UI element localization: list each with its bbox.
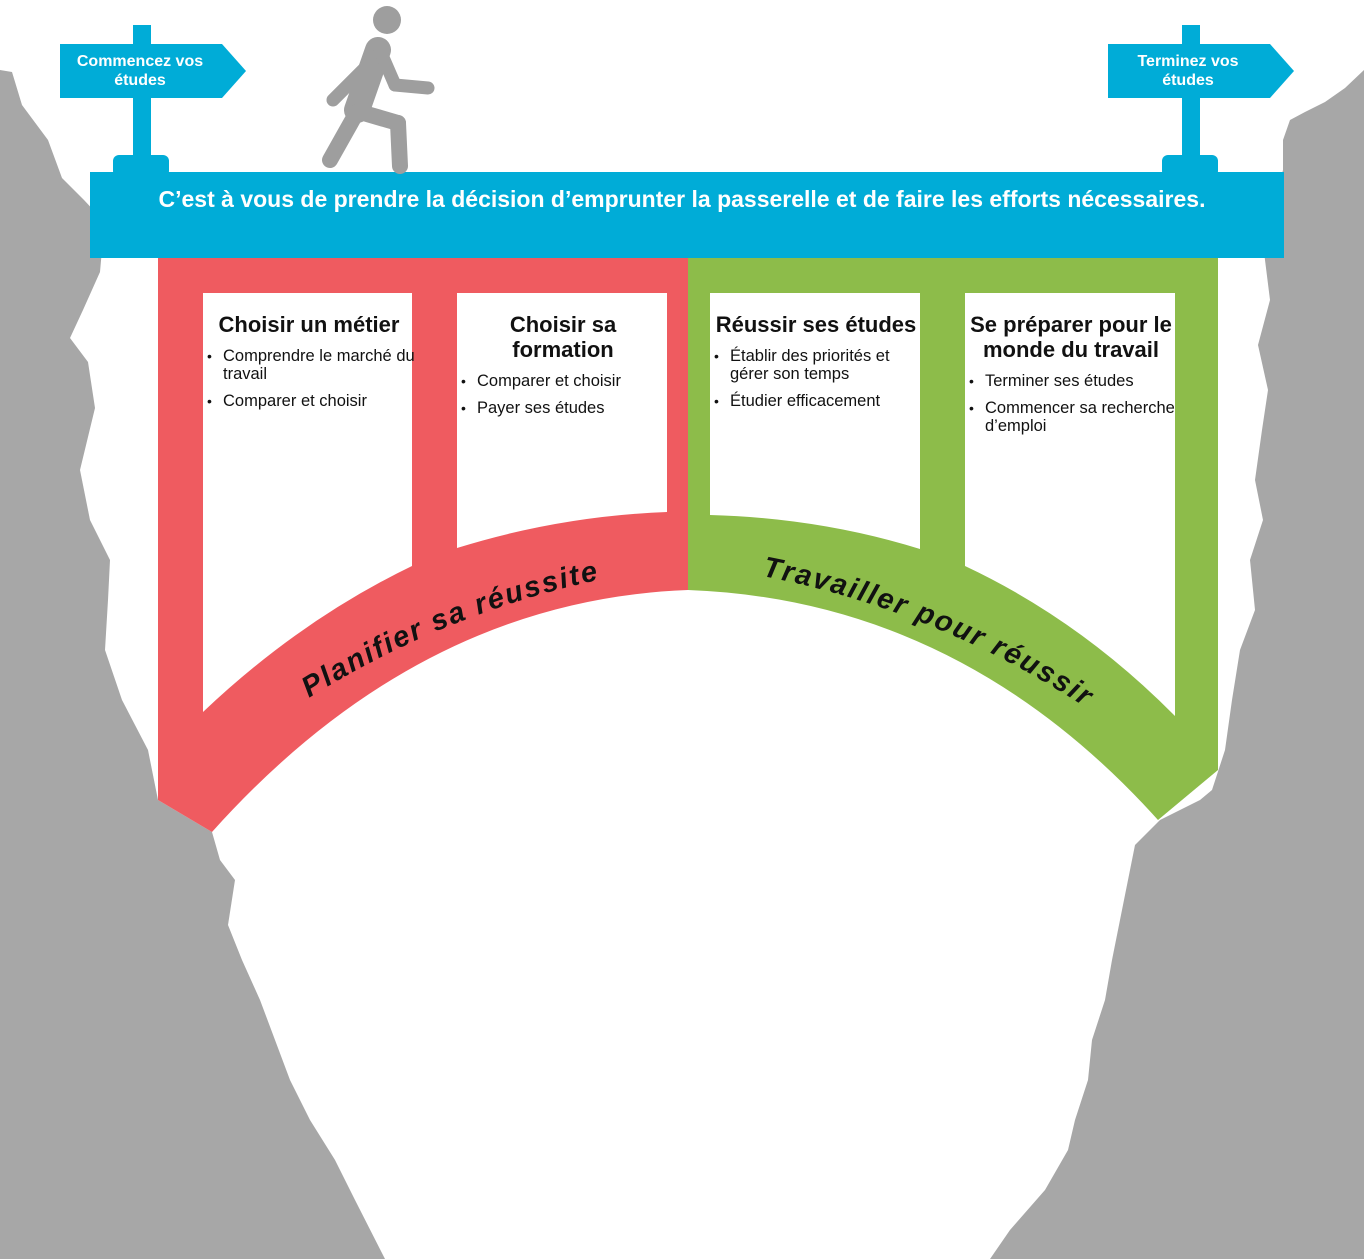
- panel-list: Comparer et choisir Payer ses études: [457, 372, 669, 417]
- panel-title: Choisir sa formation: [509, 312, 617, 362]
- start-sign-label: Commencez vos études: [76, 53, 204, 89]
- list-item: Comparer et choisir: [457, 372, 669, 390]
- left-arch: [158, 258, 688, 832]
- panel-list: Terminer ses études Commencer sa recherc…: [965, 372, 1177, 435]
- panel-reussir-etudes: Réussir ses études Établir des priorités…: [710, 312, 922, 419]
- panel-title: Réussir ses études: [715, 312, 917, 337]
- start-sign-board: [60, 44, 246, 98]
- panel-choisir-metier: Choisir un métier Comprendre le marché d…: [203, 312, 415, 419]
- panel-list: Établir des priorités et gérer son temps…: [710, 347, 922, 410]
- left-cliff: [0, 70, 385, 1259]
- list-item: Comparer et choisir: [203, 392, 415, 410]
- panel-title: Choisir un métier: [218, 312, 400, 337]
- bridge-deck: [90, 172, 1284, 258]
- deck-caption: C’est à vous de prendre la décision d’em…: [158, 186, 1206, 212]
- panel-choisir-formation: Choisir sa formation Comparer et choisir…: [457, 312, 669, 426]
- panel-list: Comprendre le marché du travail Comparer…: [203, 347, 415, 410]
- end-sign-board: [1108, 44, 1294, 98]
- panel-title: Se préparer pour le monde du travail: [970, 312, 1172, 362]
- right-cliff: [990, 70, 1364, 1259]
- list-item: Payer ses études: [457, 399, 669, 417]
- start-sign-post-base: [113, 155, 169, 177]
- list-item: Établir des priorités et gérer son temps: [710, 347, 922, 383]
- list-item: Commencer sa recherche d’emploi: [965, 399, 1177, 435]
- list-item: Étudier efficacement: [710, 392, 922, 410]
- walker-figure: [322, 6, 435, 174]
- end-sign-label: Terminez vos études: [1137, 53, 1239, 89]
- right-arch: [688, 258, 1218, 820]
- list-item: Comprendre le marché du travail: [203, 347, 415, 383]
- panel-preparer-travail: Se préparer pour le monde du travail Ter…: [965, 312, 1177, 444]
- end-sign-post-base: [1162, 155, 1218, 177]
- list-item: Terminer ses études: [965, 372, 1177, 390]
